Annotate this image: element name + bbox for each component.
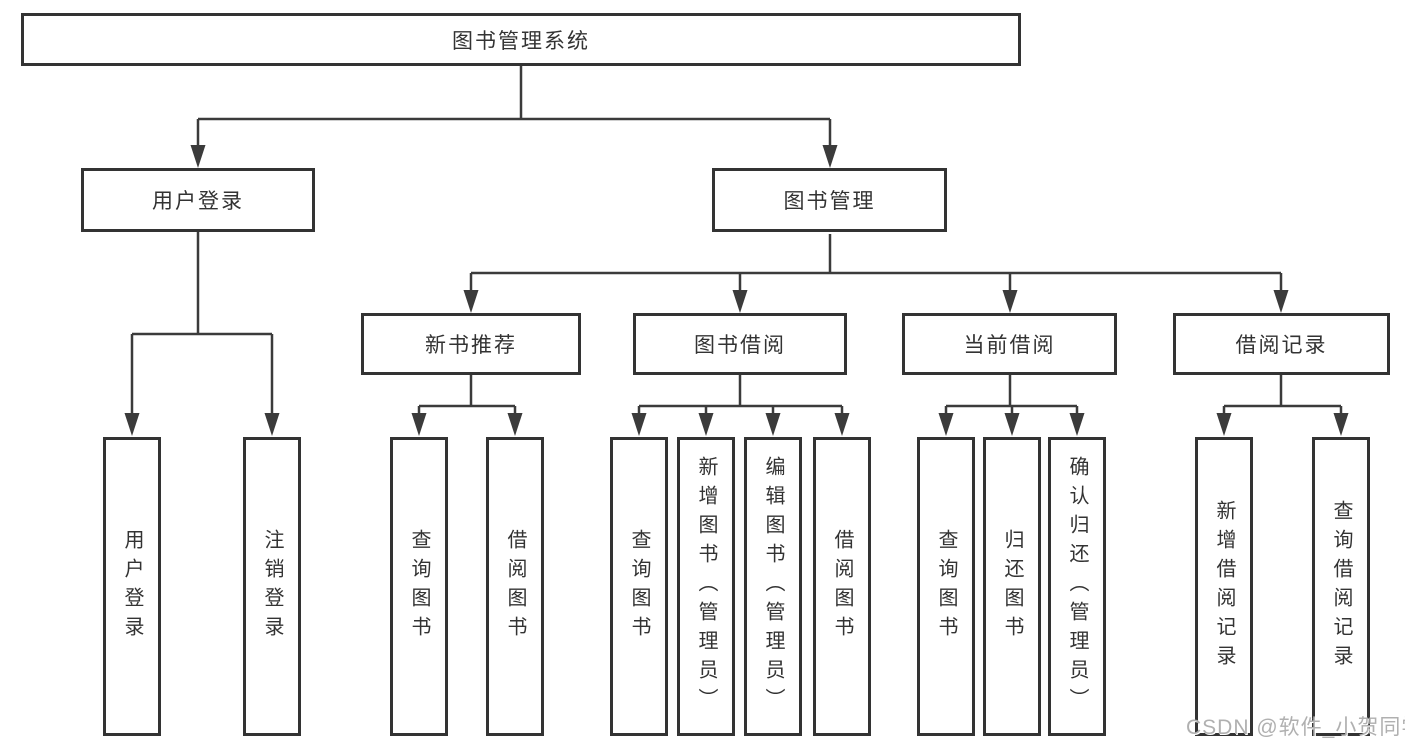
node-current-borrow-label: 当前借阅 (963, 334, 1056, 357)
leaf-query-book-1: 查询图书 (390, 437, 448, 736)
leaf-logout-label: 注销登录 (261, 528, 283, 645)
leaf-add-borrow-record: 新增借阅记录 (1195, 437, 1253, 736)
leaf-borrow-book-2-label: 借阅图书 (831, 528, 853, 645)
leaf-query-borrow-record: 查询借阅记录 (1312, 437, 1370, 736)
node-root: 图书管理系统 (21, 13, 1021, 66)
leaf-user-login: 用户登录 (103, 437, 161, 736)
leaf-borrow-book-1-label: 借阅图书 (504, 528, 526, 645)
node-book-management-label: 图书管理 (783, 190, 876, 213)
leaf-user-login-label: 用户登录 (121, 528, 143, 645)
leaf-return-book: 归还图书 (983, 437, 1041, 736)
node-user-login: 用户登录 (81, 168, 315, 232)
leaf-add-borrow-record-label: 新增借阅记录 (1213, 499, 1235, 674)
node-book-borrow: 图书借阅 (633, 313, 847, 375)
node-book-borrow-label: 图书借阅 (694, 334, 786, 357)
leaf-confirm-return-admin-label: 确认归还（管理员） (1066, 456, 1088, 717)
csdn-watermark: CSDN @软件_小贺同学 (1186, 716, 1405, 739)
node-root-label: 图书管理系统 (452, 29, 590, 53)
leaf-edit-book-admin: 编辑图书（管理员） (744, 437, 802, 736)
node-current-borrow: 当前借阅 (902, 313, 1117, 375)
node-user-login-label: 用户登录 (152, 190, 244, 213)
node-new-book-recommend-label: 新书推荐 (425, 334, 517, 357)
leaf-query-book-2: 查询图书 (610, 437, 668, 736)
leaf-confirm-return-admin: 确认归还（管理员） (1048, 437, 1106, 736)
leaf-edit-book-admin-label: 编辑图书（管理员） (762, 456, 784, 717)
node-book-management: 图书管理 (712, 168, 947, 232)
node-borrow-records-label: 借阅记录 (1235, 334, 1328, 357)
leaf-borrow-book-1: 借阅图书 (486, 437, 544, 736)
leaf-logout: 注销登录 (243, 437, 301, 736)
leaf-query-book-2-label: 查询图书 (628, 528, 650, 645)
leaf-add-book-admin: 新增图书（管理员） (677, 437, 735, 736)
node-borrow-records: 借阅记录 (1173, 313, 1390, 375)
node-new-book-recommend: 新书推荐 (361, 313, 581, 375)
leaf-borrow-book-2: 借阅图书 (813, 437, 871, 736)
leaf-add-book-admin-label: 新增图书（管理员） (695, 456, 717, 717)
leaf-query-book-1-label: 查询图书 (408, 528, 430, 645)
arrowheads (124, 145, 1349, 436)
leaf-query-book-3-label: 查询图书 (935, 528, 957, 645)
leaf-query-book-3: 查询图书 (917, 437, 975, 736)
leaf-return-book-label: 归还图书 (1001, 528, 1023, 645)
leaf-query-borrow-record-label: 查询借阅记录 (1330, 499, 1352, 674)
